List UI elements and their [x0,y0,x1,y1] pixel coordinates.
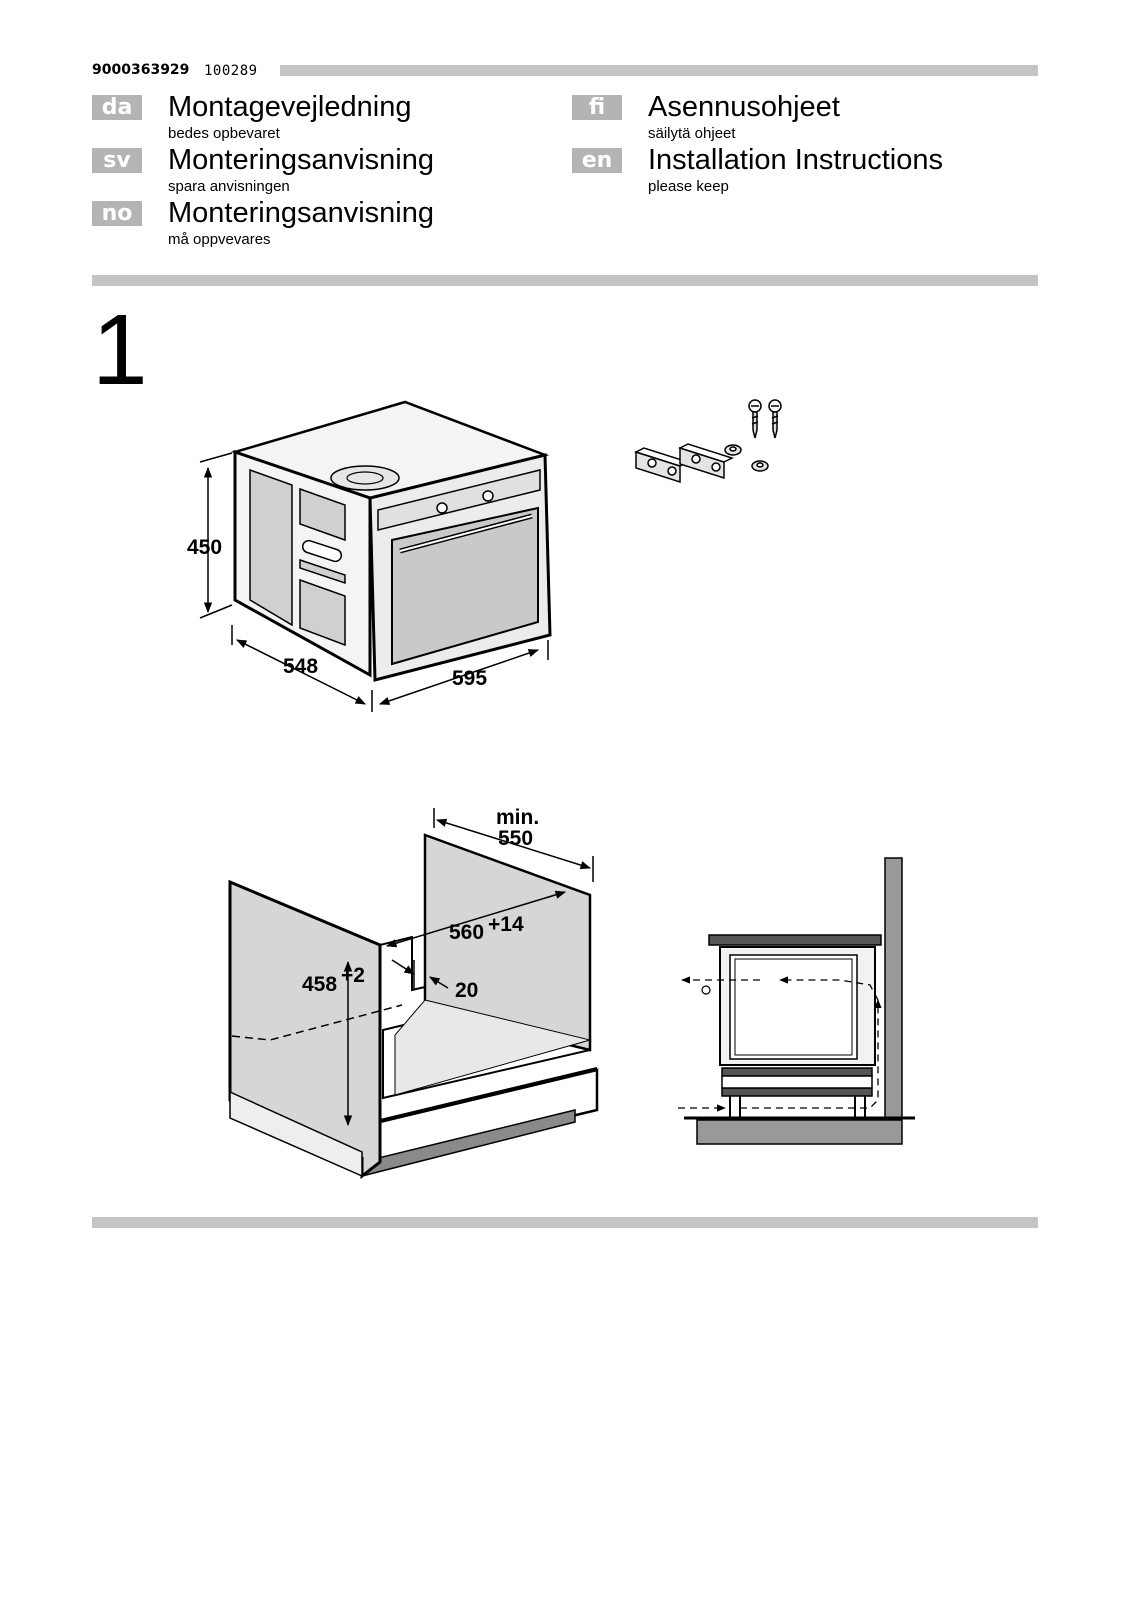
oven-height-label: 450 [187,536,222,559]
cabinet-depth-min-value: 550 [498,827,533,850]
step-number: 1 [92,294,148,406]
oven-dimension-lines [199,452,549,712]
subtitle-fi: säilytä ohjeet [648,125,736,142]
document-number: 9000363929 [92,62,190,78]
screw-icon [768,399,782,439]
oven-width-label: 595 [452,667,487,690]
subtitle-no: må oppvevares [168,231,271,248]
language-badge-da: da [92,95,142,120]
cabinet-dimension-lines [343,808,594,1127]
document-date-code: 100289 [204,63,258,79]
cabinet-offset-label: 20 [455,979,478,1002]
title-en: Installation Instructions [648,144,943,176]
language-badge-fi: fi [572,95,622,120]
language-badge-sv: sv [92,148,142,173]
subtitle-en: please keep [648,178,729,195]
oven-depth-label: 548 [283,655,318,678]
cabinet-width-label: 560 [449,921,484,944]
section-rule-bottom [92,1217,1038,1228]
cabinet-height-label: 458 [302,973,337,996]
bracket-icon [634,447,690,484]
mounting-hardware [634,399,782,484]
cabinet-drawing [228,833,599,1180]
oven-drawing [230,400,552,682]
ventilation-diagram [678,857,915,1145]
title-da: Montagevejledning [168,91,412,123]
section-rule-top [92,275,1038,286]
title-fi: Asennusohjeet [648,91,840,123]
screw-icon [748,399,762,439]
title-no: Monteringsanvisning [168,197,434,229]
subtitle-sv: spara anvisningen [168,178,290,195]
title-sv: Monteringsanvisning [168,144,434,176]
nut-icon [751,460,769,472]
cabinet-depth-min-label: min. [496,806,539,829]
cabinet-width-tolerance: +14 [488,913,524,936]
subtitle-da: bedes opbevaret [168,125,280,142]
bracket-icon [678,443,734,480]
nut-icon [724,444,742,456]
language-badge-no: no [92,201,142,226]
language-badge-en: en [572,148,622,173]
cabinet-height-tolerance: +2 [341,964,365,987]
header-rule [280,65,1038,76]
